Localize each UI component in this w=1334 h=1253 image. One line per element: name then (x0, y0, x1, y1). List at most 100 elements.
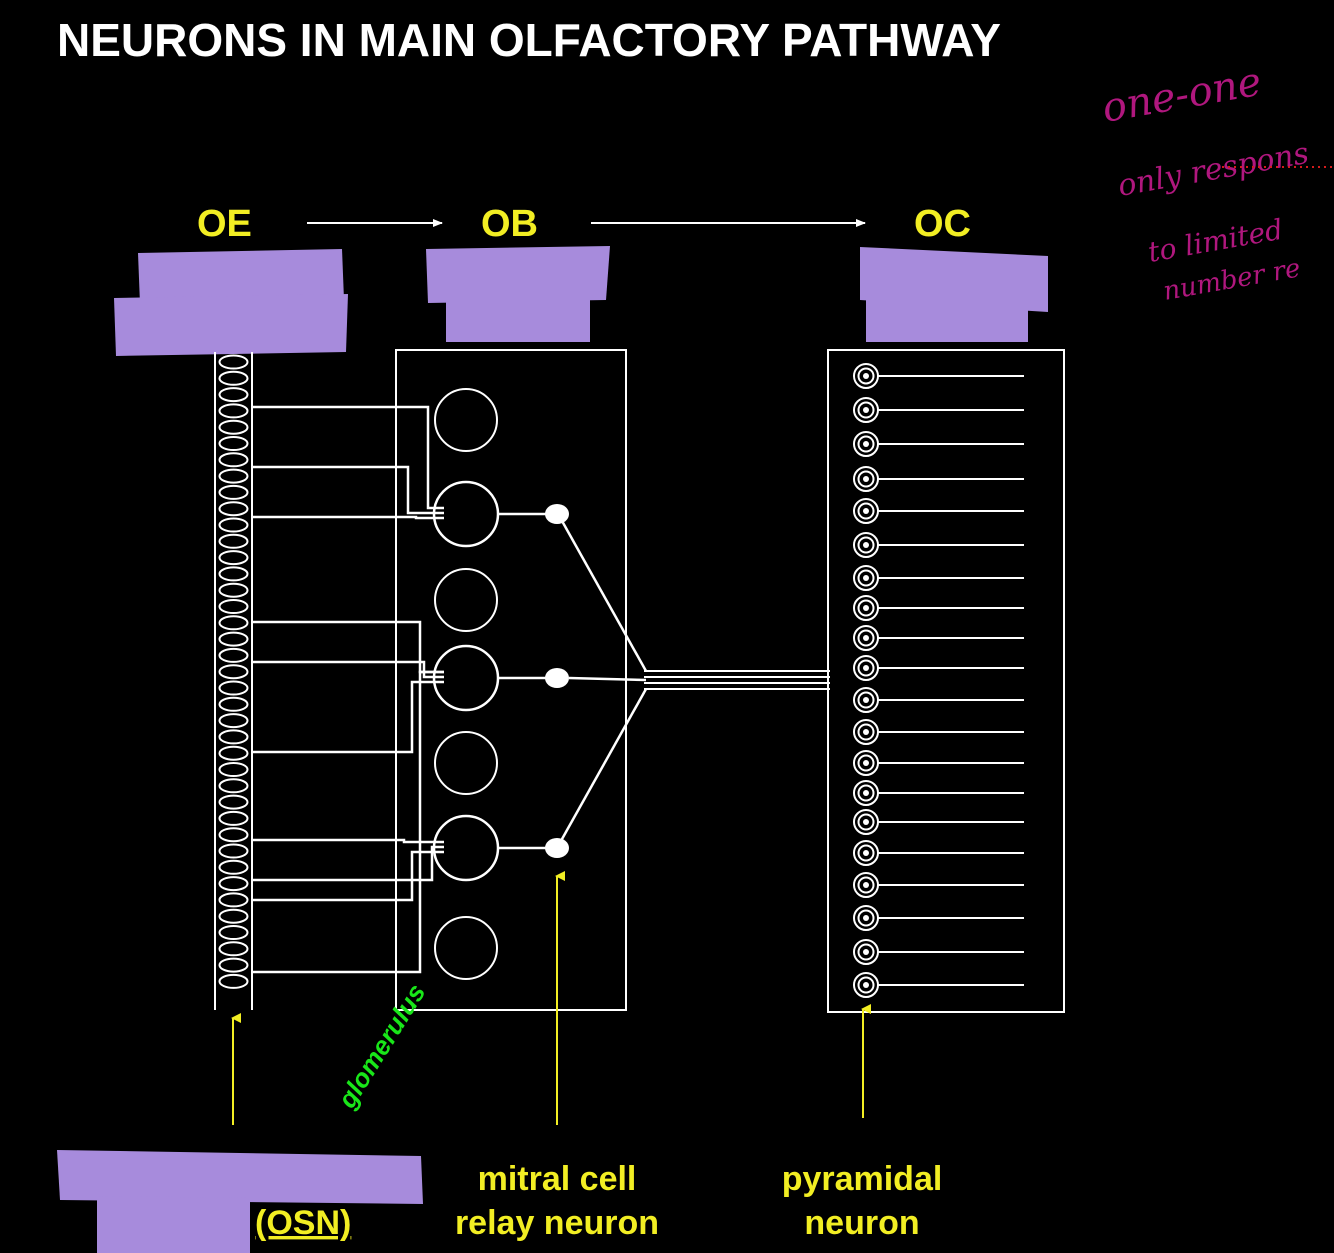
osn-cell (218, 647, 249, 663)
osn-cell (218, 631, 249, 647)
pyramidal-neuron-ring (857, 876, 875, 894)
pyramidal-neuron-ring (857, 909, 875, 927)
osn-cell (218, 680, 249, 696)
glomerulus (434, 731, 498, 795)
glomerulus-label: glomerulus (331, 978, 431, 1114)
stage-label-oe: OE (197, 203, 252, 245)
handwritten-line2: only respons (1115, 136, 1311, 204)
olfactory-cortex (827, 349, 1065, 1013)
osn-cell (218, 484, 249, 500)
pyramidal-nucleus (863, 982, 869, 988)
pyramidal-neuron-ring (857, 943, 875, 961)
pyramidal-nucleus (863, 850, 869, 856)
osn-axon (252, 850, 444, 902)
pyramidal-neuron-ring (857, 754, 875, 772)
glomerulus (434, 916, 498, 980)
osn-cell (218, 973, 249, 989)
osn-cell (218, 403, 249, 419)
pyramidal-neuron-ring (857, 629, 875, 647)
osn-cell (218, 925, 249, 940)
mitral-axon (555, 511, 648, 672)
osn-cell (218, 370, 249, 386)
pyramidal-nucleus (863, 635, 869, 641)
pyramidal-neuron-ring (857, 401, 875, 419)
pyramidal-label-line2: neuron (804, 1204, 919, 1242)
pyramidal-nucleus (863, 665, 869, 671)
osn-cell (218, 745, 249, 761)
pyramidal-nucleus (863, 575, 869, 581)
osn-cell (218, 957, 249, 973)
osn-cell (218, 794, 249, 810)
osn-axon (252, 838, 444, 844)
osn-cell (218, 387, 249, 403)
pyramidal-neuron-ring (857, 599, 875, 617)
osn-cell (218, 436, 249, 451)
olfactory-epithelium (214, 352, 444, 1010)
osn-cell (218, 468, 249, 484)
pyramidal-nucleus (863, 819, 869, 825)
page-title: NEURONS IN MAIN OLFACTORY PATHWAY (57, 14, 1001, 66)
olfactory-bulb (395, 349, 648, 1011)
osn-cell (218, 533, 249, 549)
pyramidal-nucleus (863, 508, 869, 514)
osn-cell (218, 452, 249, 468)
osn-cell (218, 354, 249, 370)
osn-axon (252, 670, 444, 974)
osn-axon (252, 845, 444, 882)
pyramidal-label-line1: pyramidal (782, 1160, 943, 1198)
osn-cell (218, 876, 249, 892)
osn-cell (218, 501, 249, 517)
mitral-soma (545, 668, 569, 688)
pyramidal-nucleus (863, 729, 869, 735)
osn-cell (218, 810, 249, 826)
osn-cell (218, 843, 249, 859)
osn-axon (252, 465, 444, 515)
stage-label-ob: OB (481, 203, 538, 245)
mitral-axon (555, 688, 648, 849)
pyramidal-nucleus (863, 441, 869, 447)
pyramidal-nucleus (863, 373, 869, 379)
osn-cell (218, 664, 249, 680)
pyramidal-neuron-ring (857, 569, 875, 587)
osn-cell (218, 729, 249, 745)
pyramidal-neuron-ring (857, 691, 875, 709)
glomerulus (434, 388, 498, 452)
pyramidal-neuron-ring (857, 813, 875, 831)
pyramidal-nucleus (863, 407, 869, 413)
lateral-olfactory-tract (644, 670, 830, 690)
osn-cell (218, 566, 249, 582)
osn-cell (218, 419, 249, 435)
osn-cell (218, 517, 249, 533)
pyramidal-neuron-ring (857, 844, 875, 862)
osn-cell (218, 599, 249, 614)
mitral-axon (568, 676, 647, 682)
osn-axon (252, 680, 444, 754)
redaction-oe-1 (138, 249, 344, 304)
osn-cell (218, 550, 249, 566)
redaction-oe-2 (114, 294, 348, 356)
handwritten-notes: one-one only respons to limited number r… (1099, 59, 1312, 307)
pyramidal-nucleus (863, 697, 869, 703)
pyramidal-neuron-ring (857, 976, 875, 994)
osn-axon (252, 660, 444, 679)
glomerulus (434, 568, 498, 632)
pyramidal-nucleus (863, 605, 869, 611)
pyramidal-nucleus (863, 882, 869, 888)
redaction-ob-2 (446, 298, 590, 342)
pyramidal-nucleus (863, 476, 869, 482)
pyramidal-neuron-ring (857, 659, 875, 677)
redaction-oc-2 (866, 290, 1028, 342)
mitral-label-line1: mitral cell (478, 1160, 637, 1198)
osn-axon (252, 405, 444, 510)
osn-cell (218, 615, 249, 631)
osn-cell (218, 696, 249, 712)
osn-label: (OSN) (255, 1204, 351, 1242)
osn-cell (218, 713, 249, 729)
osn-cell (218, 827, 249, 843)
mitral-label-line2: relay neuron (455, 1204, 659, 1242)
osn-cell (218, 762, 249, 777)
osn-cell (218, 908, 249, 924)
redaction-marks (57, 246, 1048, 1253)
osn-cell (218, 859, 249, 875)
